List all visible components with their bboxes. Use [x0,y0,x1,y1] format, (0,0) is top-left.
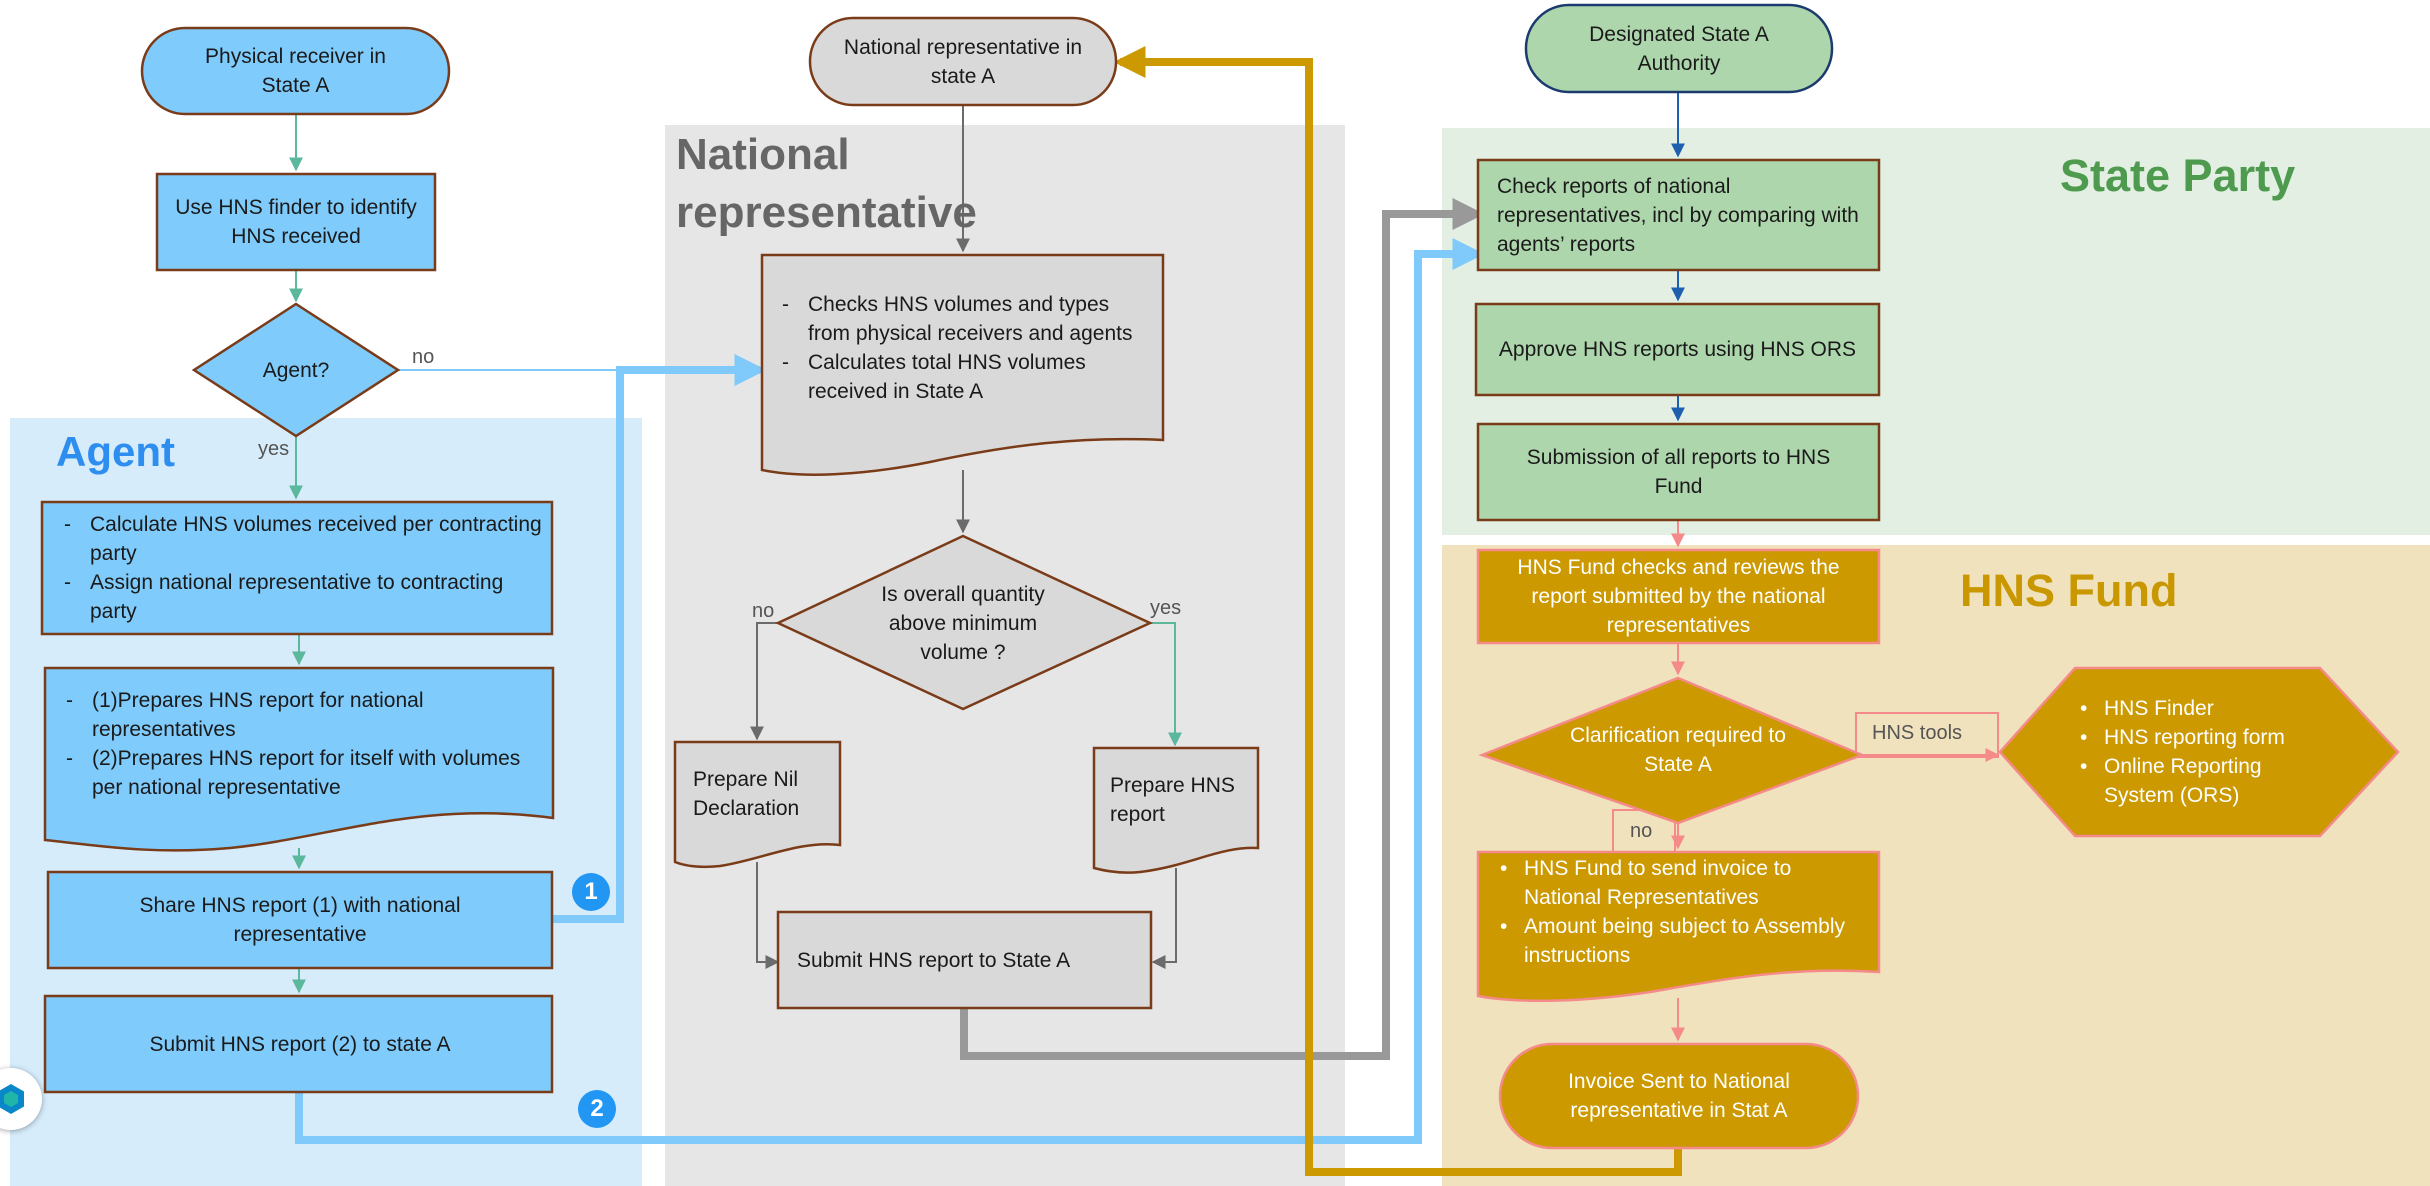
hexagon-icon [0,1084,24,1114]
agent-yes-label: yes [258,438,290,460]
national-check-item: Calculates total HNS volumes received in… [772,348,1152,406]
hns-tool-item: HNS Finder [2068,694,2318,723]
designated-authority-shape [1524,3,1834,94]
agent-report-prep-item: (2)Prepares HNS report for itself with v… [56,744,546,802]
invoice-sent-node: Invoice Sent to National representative … [1568,1070,1790,1122]
invoice-task-item: HNS Fund to send invoice to National Rep… [1488,854,1873,912]
nil-declaration-shape [673,740,842,869]
quantity-yes-label: yes [1150,597,1182,619]
nil-declaration-node: Prepare Nil Declaration [693,768,800,820]
agent-decision-shape [191,302,401,438]
fund-checks-shape [1476,548,1881,645]
submit-report-nat-node: Submit HNS report to State A [797,948,1071,972]
prepare-report-node: Prepare HNS report [1110,774,1235,826]
national-rep-node: National representative in state A [843,35,1083,88]
submit-agent-report-flow [295,238,1485,1144]
national-checks-node: Checks HNS volumes and types from physic… [772,268,1152,428]
designated-authority-node: Designated State A Authority [1589,22,1769,75]
share-report-flow [552,354,767,923]
national-connectors [750,106,1182,969]
agent-task-item: Assign national representative to contra… [54,568,544,626]
hns-tools-label-box [1855,712,1999,758]
national-lane-title: National representative [676,130,977,237]
hns-fund-connectors [1671,520,2000,1042]
physical-receiver-node: Physical receiver in State A [205,45,386,97]
agent-connectors [289,115,306,994]
fund-checks-node: HNS Fund checks and reviews the report s… [1517,556,1840,637]
hns-finder-step-node: Use HNS finder to identify HNS received [175,196,417,248]
approve-reports-node: Approve HNS reports using HNS ORS [1498,338,1857,361]
check-reports-node: Check reports of national representative… [1497,174,1859,256]
invoice-flow [1113,46,1682,1176]
agent-lane-title: Agent [56,428,175,475]
prepare-report-shape [1092,746,1260,874]
submit-report-nat-shape [776,910,1153,1010]
submission-shape [1476,422,1881,522]
hns-tools-label: HNS tools [1872,722,1963,744]
state-party-lane-title: State Party [2060,150,2296,201]
agent-tasks-node: Calculate HNS volumes received per contr… [54,502,544,634]
step-badge-2: 2 [578,1090,616,1128]
submit-national-report-flow [960,198,1485,1060]
check-reports-shape [1476,158,1881,272]
agent-report-prep-node: (1)Prepares HNS report for national repr… [56,676,546,812]
invoice-sent-shape [1498,1042,1860,1150]
quantity-no-label: no [752,600,775,622]
agent-decision-node: Agent? [262,358,330,382]
step-badge-1: 1 [572,873,610,911]
hns-tools-list-node: HNS Finder HNS reporting form Online Rep… [2068,668,2318,836]
submission-node: Submission of all reports to HNS Fund [1526,446,1831,498]
clarification-decision-shape [1478,676,1866,825]
invoice-task-item: Amount being subject to Assembly instruc… [1488,912,1873,970]
clarification-decision-node: Clarification required to State A [1570,724,1786,776]
share-report-shape [46,870,554,970]
hns-tool-item: HNS reporting form [2068,723,2318,752]
submit-report-agent-shape [43,994,554,1094]
approve-reports-shape [1474,302,1881,397]
submit-report-agent-node: Submit HNS report (2) to state A [149,1032,451,1056]
quantity-decision-shape [775,534,1153,711]
agent-task-item: Calculate HNS volumes received per contr… [54,510,544,568]
agent-report-prep-item: (1)Prepares HNS report for national repr… [56,686,546,744]
physical-receiver-shape [140,26,451,116]
hns-fund-lane-title: HNS Fund [1960,565,2178,616]
invoice-tasks-node: HNS Fund to send invoice to National Rep… [1488,852,1873,972]
agent-no-label: no [412,346,435,368]
share-report-node: Share HNS report (1) with national repre… [139,894,461,946]
hns-tool-item: Online Reporting System (ORS) [2068,752,2318,810]
clarification-no-label: no [1630,820,1653,842]
quantity-decision-node: Is overall quantity above minimum volume… [881,582,1045,664]
national-check-item: Checks HNS volumes and types from physic… [772,290,1152,348]
national-rep-shape [808,16,1118,107]
hns-finder-step-shape [155,172,437,272]
